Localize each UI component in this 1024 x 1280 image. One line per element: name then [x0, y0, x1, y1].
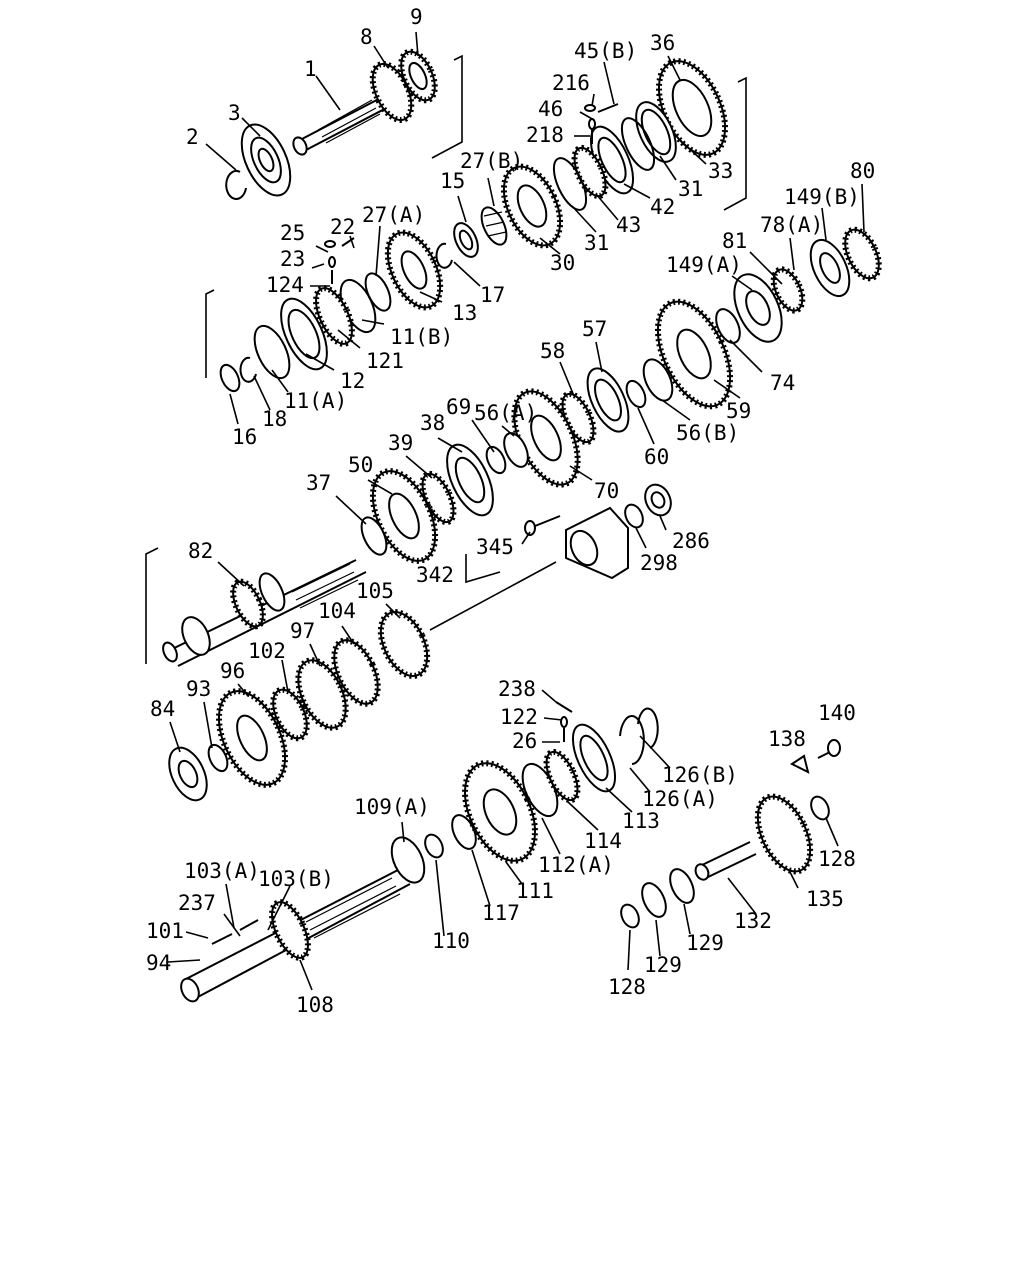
- callout-342: 342: [416, 563, 454, 587]
- callout-57: 57: [582, 317, 607, 341]
- callout-labels: 9 8 1 3 2 45(B) 36 216 46 218 27(B) 15 3…: [146, 5, 875, 1017]
- callout-12: 12: [340, 369, 365, 393]
- synchro-group-upper: [435, 58, 747, 269]
- callout-78a: 78(A): [760, 213, 823, 237]
- input-shaft-group: [225, 48, 463, 200]
- callout-23: 23: [280, 247, 305, 271]
- callout-13: 13: [452, 301, 477, 325]
- callout-70: 70: [594, 479, 619, 503]
- callout-43: 43: [616, 213, 641, 237]
- callout-216: 216: [552, 71, 590, 95]
- callout-128-left: 128: [608, 975, 646, 999]
- callout-286: 286: [672, 529, 710, 553]
- callout-126a: 126(A): [642, 787, 718, 811]
- callout-39: 39: [388, 431, 413, 455]
- callout-140: 140: [818, 701, 856, 725]
- callout-22: 22: [330, 215, 355, 239]
- callout-138: 138: [768, 727, 806, 751]
- callout-60: 60: [644, 445, 669, 469]
- callout-105: 105: [356, 579, 394, 603]
- callout-103b: 103(B): [258, 867, 334, 891]
- callout-9: 9: [410, 5, 423, 29]
- callout-218: 218: [526, 123, 564, 147]
- callout-93: 93: [186, 677, 211, 701]
- callout-109a: 109(A): [354, 795, 430, 819]
- callout-1: 1: [304, 57, 317, 81]
- callout-11b: 11(B): [390, 325, 453, 349]
- callout-69: 69: [446, 395, 471, 419]
- callout-36: 36: [650, 31, 675, 55]
- callout-3: 3: [228, 101, 241, 125]
- callout-102: 102: [248, 639, 286, 663]
- callout-108: 108: [296, 993, 334, 1017]
- callout-122: 122: [500, 705, 538, 729]
- callout-81: 81: [722, 229, 747, 253]
- callout-42: 42: [650, 195, 675, 219]
- counter-shaft-group: [180, 701, 659, 1003]
- callout-135: 135: [806, 887, 844, 911]
- callout-58: 58: [540, 339, 565, 363]
- synchro-group-middle: [205, 229, 444, 393]
- callout-27a: 27(A): [362, 203, 425, 227]
- callout-31-lower: 31: [584, 231, 609, 255]
- callout-84: 84: [150, 697, 175, 721]
- callout-237: 237: [178, 891, 216, 915]
- callout-94: 94: [146, 951, 171, 975]
- callout-33: 33: [708, 159, 733, 183]
- callout-80: 80: [850, 159, 875, 183]
- callout-16: 16: [232, 425, 257, 449]
- callout-96: 96: [220, 659, 245, 683]
- callout-117: 117: [482, 901, 520, 925]
- callout-128-right: 128: [818, 847, 856, 871]
- callout-114: 114: [584, 829, 622, 853]
- callout-149a: 149(A): [666, 253, 742, 277]
- leader-lines: [167, 31, 865, 991]
- callout-46: 46: [538, 97, 563, 121]
- callout-2: 2: [186, 125, 199, 149]
- callout-56b: 56(B): [676, 421, 739, 445]
- callout-45b: 45(B): [574, 39, 637, 63]
- callout-110: 110: [432, 929, 470, 953]
- callout-38: 38: [420, 411, 445, 435]
- callout-112a: 112(A): [538, 853, 614, 877]
- callout-103a: 103(A): [184, 859, 260, 883]
- callout-27b: 27(B): [460, 149, 523, 173]
- reverse-idler-group: [620, 739, 841, 929]
- callout-238: 238: [498, 677, 536, 701]
- callout-8: 8: [360, 25, 373, 49]
- callout-56a: 56(A): [474, 401, 537, 425]
- callout-121: 121: [366, 349, 404, 373]
- main-shaft-group: [145, 547, 557, 802]
- callout-37: 37: [306, 471, 331, 495]
- callout-129-left: 129: [644, 953, 682, 977]
- callout-50: 50: [348, 453, 373, 477]
- main-shaft-upper-group: [360, 226, 882, 584]
- callout-15: 15: [440, 169, 465, 193]
- callout-18: 18: [262, 407, 287, 431]
- callout-59: 59: [726, 399, 751, 423]
- callout-101: 101: [146, 919, 184, 943]
- callout-113: 113: [622, 809, 660, 833]
- callout-11a: 11(A): [284, 389, 347, 413]
- callout-74: 74: [770, 371, 795, 395]
- callout-104: 104: [318, 599, 356, 623]
- callout-126b: 126(B): [662, 763, 738, 787]
- callout-124: 124: [266, 273, 304, 297]
- callout-97: 97: [290, 619, 315, 643]
- callout-132: 132: [734, 909, 772, 933]
- callout-149b: 149(B): [784, 185, 860, 209]
- callout-345: 345: [476, 535, 514, 559]
- callout-17: 17: [480, 283, 505, 307]
- callout-26: 26: [512, 729, 537, 753]
- callout-31-upper: 31: [678, 177, 703, 201]
- callout-111: 111: [516, 879, 554, 903]
- callout-298: 298: [640, 551, 678, 575]
- callout-25: 25: [280, 221, 305, 245]
- callout-82: 82: [188, 539, 213, 563]
- callout-30: 30: [550, 251, 575, 275]
- callout-129-right: 129: [686, 931, 724, 955]
